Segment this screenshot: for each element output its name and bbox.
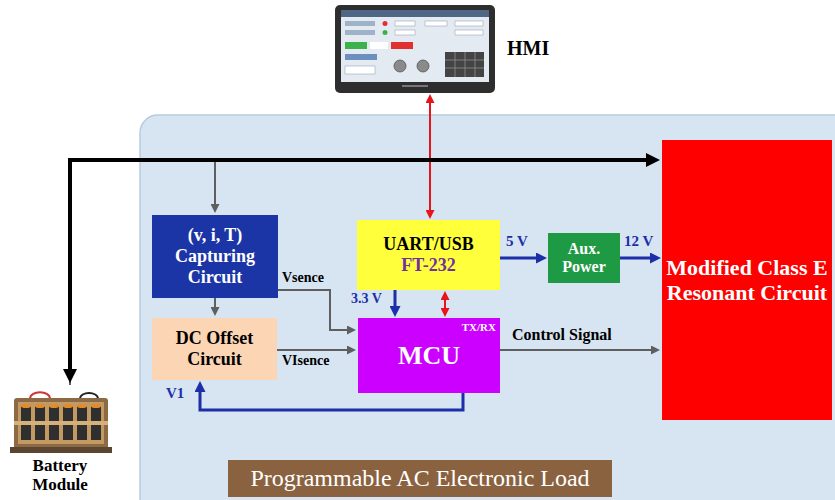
hmi-screen-picture — [383, 30, 388, 35]
node-text: Battery Module — [15, 456, 105, 495]
battery-picture — [49, 404, 59, 408]
hmi-screen-picture — [345, 30, 375, 35]
node-text: DC Offset Circuit — [156, 328, 273, 369]
connector-arrow — [278, 290, 347, 330]
hmi-screen-picture — [395, 30, 415, 35]
hmi-screen-picture — [345, 66, 375, 74]
hmi-screen-picture — [335, 5, 495, 93]
load-panel: Programmable AC Electronic Load (v, i, T)… — [140, 115, 835, 500]
signal-label: Vsence — [282, 271, 324, 285]
hmi-screen-picture — [383, 21, 388, 26]
hmi-screen-picture — [455, 30, 483, 35]
node-text: Modified Class E Resonant Circuit — [666, 255, 828, 306]
hmi-screen-picture — [394, 60, 406, 72]
node-text: MCU — [398, 341, 460, 371]
connector-arrow — [444, 300, 446, 308]
node-text: HMI — [507, 37, 549, 60]
hmi-screen-picture — [445, 52, 484, 77]
battery-picture — [30, 392, 50, 399]
hmi-screen-picture — [370, 42, 388, 49]
hmi-screen-picture — [455, 21, 483, 26]
node-text: UART/USB — [383, 234, 473, 255]
connector-arrow — [214, 298, 216, 307]
battery-picture — [91, 404, 101, 408]
connector-arrow — [200, 392, 463, 410]
hmi-screen-picture — [402, 85, 428, 87]
connector-arrow — [429, 103, 431, 210]
panel-ground — [140, 115, 835, 500]
connector-arrow — [620, 257, 650, 260]
battery-picture — [14, 421, 108, 425]
process-box: Aux. Power — [548, 233, 620, 283]
signal-label: Control Signal — [512, 327, 612, 343]
battery-picture — [63, 404, 73, 408]
signal-label: 12 V — [624, 234, 653, 249]
battery-module: Battery Module — [5, 385, 115, 497]
hmi-screen-picture — [445, 52, 484, 77]
hmi-screen-picture — [335, 5, 495, 93]
hmi-screen-picture — [341, 10, 489, 17]
signal-label: VIsence — [282, 354, 329, 368]
connector-arrow — [500, 257, 536, 260]
battery-picture — [10, 392, 112, 453]
connector-arrow — [277, 349, 347, 351]
battery-picture — [14, 398, 108, 450]
node-subtext: FT-232 — [401, 255, 455, 276]
hmi-screen-picture — [345, 21, 375, 26]
node-subtext: TX/RX — [462, 321, 496, 334]
node-text: Aux. Power — [552, 240, 616, 277]
hmi-screen: HMI — [335, 5, 495, 93]
hmi-screen-picture — [345, 42, 367, 49]
hmi-screen-picture — [425, 21, 447, 26]
battery-picture — [21, 404, 31, 408]
hmi-screen-picture — [395, 21, 415, 26]
process-box: (v, i, T) Capturing Circuit — [152, 215, 278, 298]
connector-arrow — [500, 349, 651, 351]
hmi-screen-picture — [391, 42, 413, 49]
process-box: DC Offset Circuit — [152, 318, 277, 380]
signal-label: 5 V — [506, 234, 528, 249]
hmi-screen-picture — [417, 60, 429, 72]
signal-label: V1 — [166, 386, 184, 401]
connector-arrow — [394, 290, 397, 306]
battery-picture — [35, 404, 45, 408]
battery-picture — [77, 404, 87, 408]
signal-label: 3.3 V — [351, 292, 382, 306]
hmi-screen-picture — [341, 10, 489, 82]
process-box: MCUTX/RX — [358, 318, 500, 393]
battery-picture — [10, 447, 112, 453]
node-text: Programmable AC Electronic Load — [228, 460, 612, 497]
process-box: Modified Class E Resonant Circuit — [662, 140, 832, 420]
node-text: (v, i, T) Capturing Circuit — [156, 225, 274, 287]
process-box: UART/USBFT-232 — [357, 220, 500, 290]
hmi-screen-picture — [345, 54, 377, 60]
